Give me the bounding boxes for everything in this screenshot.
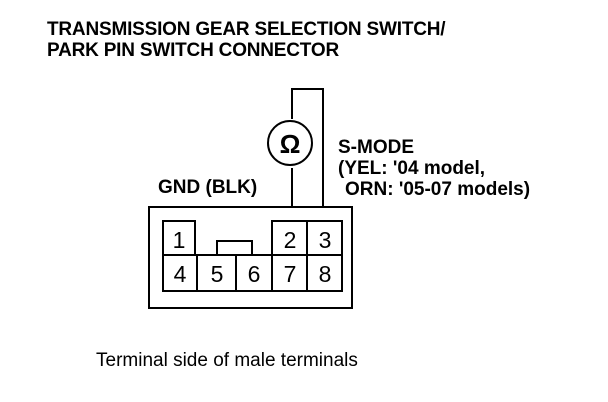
pin-number-1: 1 xyxy=(173,227,186,253)
smode-label-line-3: ORN: '05-07 models) xyxy=(345,179,530,200)
diagram-title: TRANSMISSION GEAR SELECTION SWITCH/ PARK… xyxy=(47,19,446,61)
pin-number-5: 5 xyxy=(211,261,224,287)
connector-housing xyxy=(148,206,353,309)
pin-number-2: 2 xyxy=(284,227,297,253)
smode-label: S-MODE (YEL: '04 model, ORN: '05-07 mode… xyxy=(338,137,530,200)
ohmmeter-circle xyxy=(267,120,313,166)
smode-label-line-2: (YEL: '04 model, xyxy=(338,158,485,179)
connector-lock-tab xyxy=(216,240,253,255)
gnd-label: GND (BLK) xyxy=(158,177,257,198)
diagram-caption: Terminal side of male terminals xyxy=(96,350,358,371)
title-line-2: PARK PIN SWITCH CONNECTOR xyxy=(47,40,339,61)
wire-to-pin-3 xyxy=(291,88,324,230)
pin-number-8: 8 xyxy=(319,261,332,287)
pin-number-4: 4 xyxy=(174,261,187,287)
ohmmeter-icon: Ω xyxy=(267,120,313,166)
connector: 1 2 3 4 5 6 7 8 xyxy=(148,206,353,309)
pin-number-7: 7 xyxy=(284,261,297,287)
ohm-symbol: Ω xyxy=(280,129,301,159)
title-line-1: TRANSMISSION GEAR SELECTION SWITCH/ xyxy=(47,19,446,40)
smode-label-line-1: S-MODE xyxy=(338,137,414,158)
pin-number-3: 3 xyxy=(319,227,332,253)
pin-number-6: 6 xyxy=(248,261,261,287)
